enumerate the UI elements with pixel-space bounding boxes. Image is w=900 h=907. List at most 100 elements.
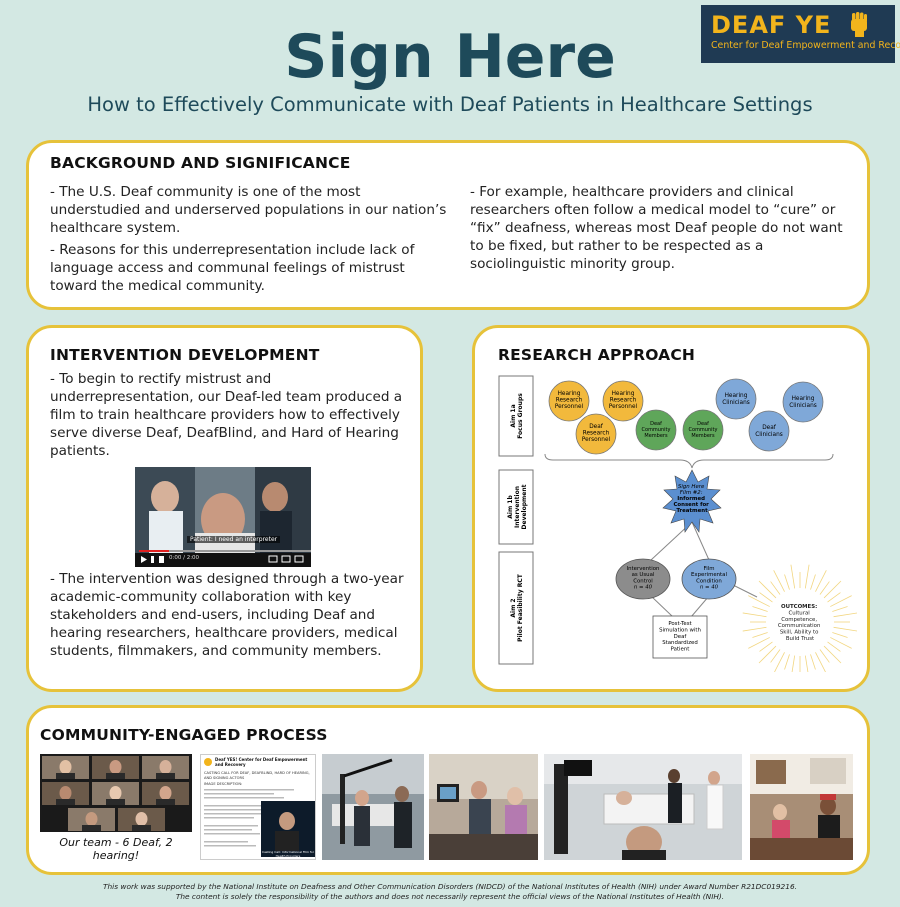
post-avatar	[204, 758, 212, 766]
sunburst-ray	[742, 626, 767, 632]
svg-text:Sign Here Film #2:: Sign Here Film #2: Informed Consent for …	[673, 484, 710, 514]
background-point-2: - Reasons for this underrepresentation i…	[50, 242, 415, 294]
raised-fist-icon	[851, 12, 867, 37]
zoom-face	[59, 786, 72, 800]
node-outcomes-sunburst: OUTCOMES: Cultural Competence, Communica…	[742, 564, 857, 672]
sunburst-ray	[752, 632, 768, 638]
background-point-3: - For example, healthcare providers and …	[470, 184, 843, 272]
sunburst-ray	[784, 654, 790, 670]
zoom-face	[159, 786, 172, 800]
sunburst-ray	[819, 649, 830, 663]
research-title: RESEARCH APPROACH	[498, 346, 696, 364]
zoom-body	[56, 773, 75, 779]
sunburst-ray	[830, 595, 852, 607]
post-org: Deaf YES! Center for Deaf Empowerment an…	[215, 757, 308, 767]
node-film-starburst: Sign Here Film #2: Informed Consent for …	[662, 469, 722, 533]
intervention-title: INTERVENTION DEVELOPMENT	[50, 346, 320, 364]
team-caption: Our team - 6 Deaf, 2 hearing!	[59, 836, 173, 862]
background-right-text: - For example, healthcare providers and …	[470, 183, 850, 277]
svg-text:OUTCOMES: Cultural: OUTCOMES: Cultural Competence, Communica…	[778, 604, 822, 642]
sunburst-ray	[833, 626, 857, 632]
sunburst-ray	[833, 612, 857, 618]
sunburst-ray	[810, 654, 816, 670]
sunburst-ray	[748, 595, 770, 607]
sunburst-ray	[804, 655, 809, 672]
film-set-photo-2	[429, 754, 538, 860]
sunburst-ray	[827, 641, 841, 652]
zoom-face	[109, 786, 122, 800]
sunburst-ray	[758, 580, 777, 599]
zoom-face	[135, 812, 148, 826]
sunburst-ray	[810, 574, 816, 590]
post-line-1: CASTING CALL FOR DEAF, DEAFBLIND, HARD O…	[204, 771, 310, 780]
post-line-2: IMAGE DESCRIPTION:	[204, 782, 243, 786]
poster-title: Sign Here	[284, 22, 616, 92]
sunburst-ray	[759, 592, 773, 603]
sunburst-ray	[774, 652, 785, 672]
background-title: BACKGROUND AND SIGNIFICANCE	[50, 154, 351, 172]
zoom-body	[56, 799, 75, 805]
logo-word: DEAF YE	[711, 11, 832, 39]
team-zoom-photo	[40, 754, 192, 832]
post-video-title: Casting Call: Informational Film for Hea…	[262, 850, 314, 858]
focus-group-bracket	[544, 453, 834, 469]
zoom-body	[156, 799, 175, 805]
zoom-face	[109, 760, 122, 774]
zoom-body	[106, 799, 125, 805]
sunburst-ray	[770, 649, 781, 663]
sunburst-ray	[832, 632, 848, 638]
logo-subtitle: Center for Deaf Empowerment and Recovery	[711, 40, 900, 51]
sunburst-ray	[742, 612, 767, 618]
link-control-posttest	[650, 595, 674, 618]
sunburst-ray	[815, 652, 826, 672]
footer-line-2: The content is solely the responsibility…	[175, 892, 725, 901]
film-set-photo-3	[544, 754, 742, 860]
video-time: 0:00 / 2:00	[169, 555, 200, 561]
video-caption: Patient: I need an interpreter	[187, 536, 281, 543]
film-video-player[interactable]: Patient: I need an interpreter 0:00 / 2:…	[135, 467, 311, 567]
research-diagram: Aim 1aFocus Groups Aim 1bInterventionDev…	[498, 375, 857, 672]
sunburst-ray	[748, 637, 770, 649]
sunburst-ray	[790, 564, 796, 589]
sunburst-ray	[832, 606, 848, 612]
zoom-body	[82, 825, 101, 831]
intervention-text-2: - The intervention was designed through …	[50, 571, 404, 659]
film-set-photo-1	[322, 754, 424, 860]
aim-1a-box	[498, 375, 534, 457]
sunburst-ray	[819, 581, 830, 595]
zoom-body	[106, 773, 125, 779]
sunburst-ray	[823, 580, 842, 599]
sunburst-ray	[759, 641, 773, 652]
aim-2-label: Aim 2Pilot Feasibility RCT	[510, 573, 524, 642]
zoom-face	[159, 760, 172, 774]
intervention-text-1: - To begin to rectify mistrust and under…	[50, 371, 403, 459]
film-still	[135, 467, 311, 567]
sunburst-ray	[770, 581, 781, 595]
sunburst-ray	[830, 637, 852, 649]
footer-line-1: This work was supported by the National …	[102, 882, 798, 891]
link-film-experimental	[691, 521, 710, 561]
sunburst-ray	[815, 570, 827, 592]
funding-footer: This work was supported by the National …	[0, 882, 900, 902]
sunburst-ray	[823, 645, 842, 664]
sunburst-ray	[758, 645, 777, 664]
sunburst-ray	[773, 570, 785, 592]
